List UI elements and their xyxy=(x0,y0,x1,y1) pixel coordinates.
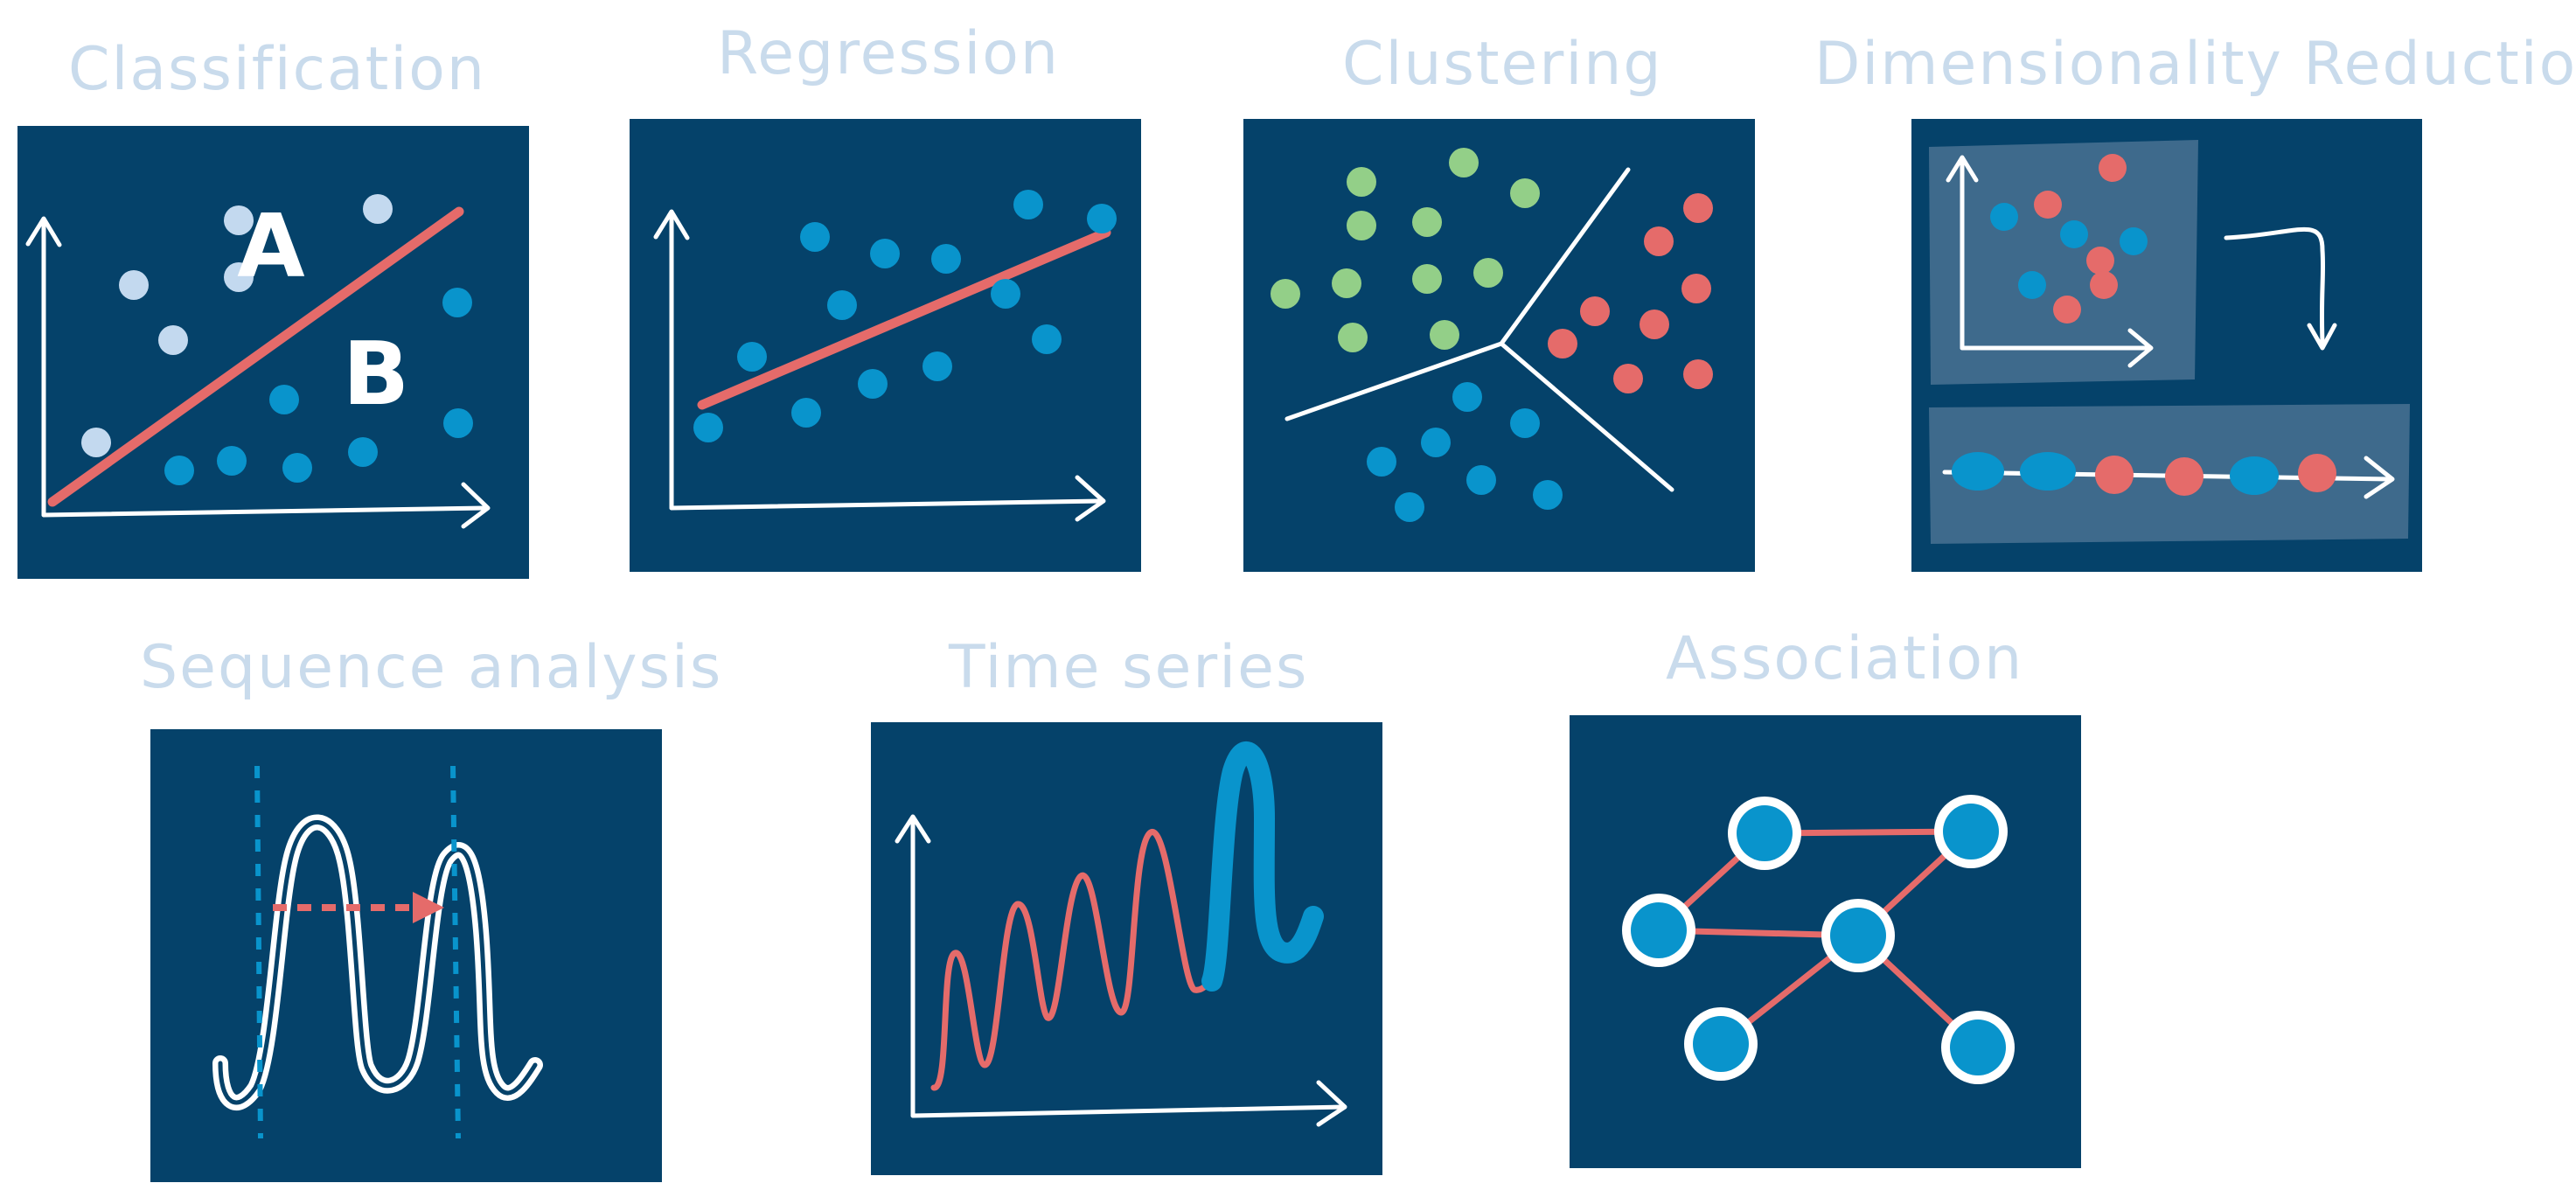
y-axis-arrow xyxy=(653,209,690,240)
sequence-analysis-diagram xyxy=(150,729,662,1182)
panel-association xyxy=(1570,715,2081,1168)
forecast-series xyxy=(1201,741,1324,992)
2d-blue-points xyxy=(1990,203,2148,299)
2d-red-points xyxy=(2034,154,2127,324)
2d-x-axis-arrow xyxy=(2127,328,2154,368)
panel-dimensionality-reduction xyxy=(1911,119,2422,572)
panel-background xyxy=(150,729,662,1182)
red-cluster xyxy=(1548,193,1713,393)
transform-arrowhead xyxy=(2307,323,2337,351)
title-clustering: Clustering xyxy=(1342,30,1663,99)
panel-sequence-analysis xyxy=(150,729,662,1182)
sequence-wave-inner xyxy=(218,820,538,1105)
y-axis-arrow xyxy=(895,814,931,844)
class-a-label: A xyxy=(237,195,304,297)
x-axis xyxy=(41,505,488,518)
regression-diagram xyxy=(630,119,1141,572)
panel-time-series xyxy=(871,722,1382,1175)
decision-boundary xyxy=(47,206,464,507)
x-axis-arrow xyxy=(1316,1080,1347,1127)
1d-projected-points xyxy=(1952,452,2336,496)
transform-arrow xyxy=(2224,226,2326,344)
panel-clustering xyxy=(1243,119,1755,572)
class-a-points xyxy=(81,194,393,457)
time-series-diagram xyxy=(871,722,1382,1175)
2d-y-axis-arrow xyxy=(1946,155,1979,183)
historical-series xyxy=(930,829,1215,1091)
class-b-label: B xyxy=(343,323,409,425)
cluster-boundaries xyxy=(1285,167,1674,492)
panel-classification: A B xyxy=(17,126,529,579)
1d-axis-arrow xyxy=(2364,456,2395,499)
classification-diagram: A B xyxy=(17,126,529,579)
x-axis-arrow xyxy=(1075,475,1106,522)
green-cluster xyxy=(1271,148,1540,352)
y-axis-arrow xyxy=(25,216,62,247)
x-axis-arrow xyxy=(461,482,491,529)
x-axis xyxy=(669,498,1104,511)
clustering-diagram xyxy=(1243,119,1755,572)
association-diagram xyxy=(1570,715,2081,1168)
title-regression: Regression xyxy=(717,19,1060,88)
panel-regression xyxy=(630,119,1141,572)
panel-background xyxy=(17,126,529,579)
dimensionality-reduction-diagram xyxy=(1911,119,2422,572)
x-axis xyxy=(910,1104,1346,1118)
title-sequence-analysis: Sequence analysis xyxy=(140,633,723,702)
title-time-series: Time series xyxy=(949,633,1309,702)
2d-inset xyxy=(1929,140,2198,385)
data-points xyxy=(693,190,1117,442)
shift-arrowhead xyxy=(413,892,444,923)
blue-cluster xyxy=(1367,382,1563,522)
class-b-points xyxy=(164,288,473,485)
association-nodes xyxy=(1622,795,2015,1084)
regression-line xyxy=(697,227,1111,410)
title-association: Association xyxy=(1666,624,2024,693)
title-classification: Classification xyxy=(68,35,486,104)
title-dimensionality-reduction: Dimensionality Reduction xyxy=(1814,30,2576,99)
